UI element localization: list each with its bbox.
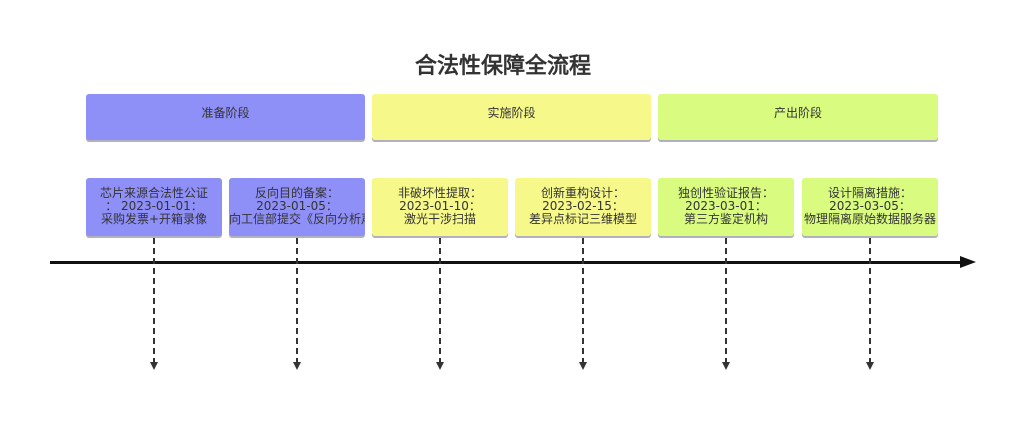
event-card: 设计隔离措施： 2023-03-05： 物理隔离原始数据服务器 — [802, 178, 938, 236]
event-connector-arrowhead — [579, 362, 587, 370]
event-date: 2023-01-05： — [256, 199, 338, 213]
event-card: 独创性验证报告： 2023-03-01： 第三方鉴定机构 — [658, 178, 794, 236]
event-connector-arrowhead — [436, 362, 444, 370]
event-detail: 采购发票+开箱录像 — [100, 212, 208, 226]
event-card: 非破坏性提取： 2023-01-10： 激光干涉扫描 — [372, 178, 508, 236]
event-connector-arrowhead — [722, 362, 730, 370]
event-detail: 激光干涉扫描 — [403, 212, 476, 226]
section-implementation: 实施阶段 — [372, 94, 651, 140]
event-detail: 向工信部提交《反向分析声明 — [229, 212, 365, 226]
event-connector-line — [869, 238, 871, 364]
diagram-title: 合法性保障全流程 — [414, 54, 591, 79]
event-connector-line — [296, 238, 298, 364]
section-label: 产出阶段 — [773, 106, 822, 120]
event-connector-line — [439, 238, 441, 364]
event-card: 反向目的备案： 2023-01-05： 向工信部提交《反向分析声明 — [229, 178, 365, 236]
event-connector-line — [725, 238, 727, 364]
event-title: 独创性验证报告： — [677, 186, 774, 200]
event-connector-line — [582, 238, 584, 364]
event-title: 创新重构设计： — [540, 186, 625, 200]
event-title: 芯片来源合法性公证 — [99, 186, 208, 200]
timeline-arrowhead — [960, 256, 976, 268]
event-title: 设计隔离措施： — [827, 186, 912, 200]
event-date: 2023-03-01： — [685, 199, 767, 213]
event-connector-line — [153, 238, 155, 364]
event-date: ： 2023-01-01： — [105, 199, 203, 213]
section-output: 产出阶段 — [658, 94, 938, 140]
event-detail: 物理隔离原始数据服务器 — [803, 212, 936, 226]
event-detail: 第三方鉴定机构 — [683, 212, 768, 226]
section-preparation: 准备阶段 — [86, 94, 365, 140]
event-title: 反向目的备案： — [254, 186, 339, 200]
event-connector-arrowhead — [150, 362, 158, 370]
event-date: 2023-01-10： — [399, 199, 481, 213]
event-detail: 差异点标记三维模型 — [528, 212, 637, 226]
timeline-axis — [50, 261, 964, 264]
event-date: 2023-03-05： — [829, 199, 911, 213]
event-connector-arrowhead — [293, 362, 301, 370]
event-card: 芯片来源合法性公证 ： 2023-01-01： 采购发票+开箱录像 — [86, 178, 222, 236]
section-label: 实施阶段 — [487, 106, 536, 120]
section-label: 准备阶段 — [201, 106, 250, 120]
event-card: 创新重构设计： 2023-02-15： 差异点标记三维模型 — [515, 178, 651, 236]
event-title: 非破坏性提取： — [397, 186, 482, 200]
event-date: 2023-02-15： — [542, 199, 624, 213]
event-connector-arrowhead — [866, 362, 874, 370]
